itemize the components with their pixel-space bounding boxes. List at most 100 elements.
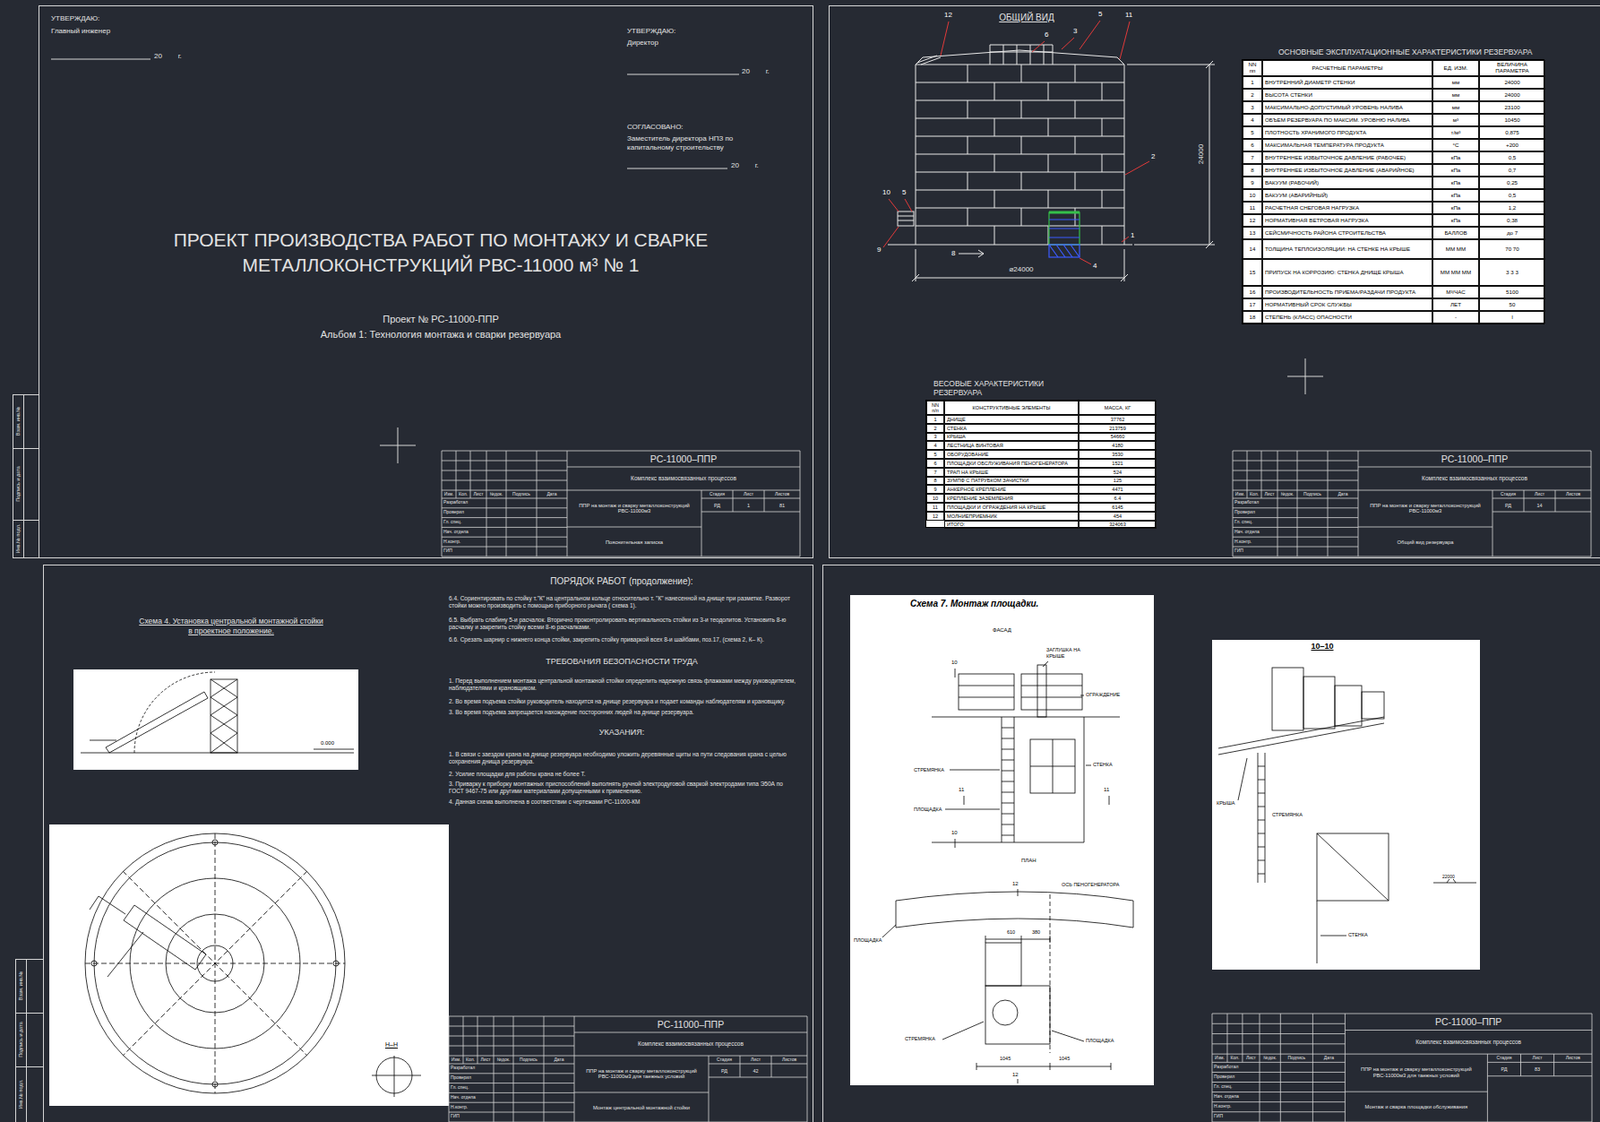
callout-number: 11: [1125, 10, 1133, 20]
table-cell: 54660: [1078, 432, 1157, 442]
table-cell: 4: [926, 440, 945, 450]
drawing-label: СТРЕМЯНКА: [904, 1035, 936, 1042]
drawing-label: 11: [1103, 786, 1110, 794]
table-heading: ОСНОВНЫЕ ЭКСПЛУАТАЦИОННЫЕ ХАРАКТЕРИСТИКИ…: [1278, 47, 1532, 58]
table-cell: 37762: [1078, 414, 1157, 424]
title-block-text: 14: [1536, 501, 1542, 508]
drawing-label: ПЛОЩАДКА: [913, 806, 942, 813]
title-block-text: Лист: [1532, 1055, 1543, 1061]
drawing-label: Схема 7. Монтаж площадки.: [910, 598, 1039, 611]
grid-line: [441, 480, 568, 482]
title-block-text: РД: [713, 501, 721, 508]
grid-line: [448, 1055, 575, 1057]
drawing-label: 6.6. Срезать шарнир с нижнего конца стой…: [448, 636, 799, 644]
grid-line: [448, 1035, 575, 1037]
grid-line: [701, 490, 703, 557]
drawing-label: Взам. инв.№: [15, 406, 22, 437]
grid-line: [1212, 1013, 1213, 1122]
table-cell: ВЕЛИЧИНА ПАРАМЕТРА: [1479, 60, 1546, 77]
grid-line: [448, 1101, 575, 1103]
table-cell: ПЛОЩАДКИ ОБСЛУЖИВАНИЯ ПЕНОГЕНЕРАТОРА: [944, 458, 1079, 468]
grid-line: [448, 1072, 575, 1074]
grid-line: [1241, 1013, 1243, 1062]
table-cell: БАЛЛОВ: [1432, 226, 1480, 240]
table-cell: до 7: [1479, 226, 1546, 240]
drawing-label: ТРЕБОВАНИЯ БЕЗОПАСНОСТИ ТРУДА: [545, 656, 698, 667]
title-block-text: Лист: [743, 491, 754, 498]
drawing-label: Инв.№ подл.: [17, 1079, 25, 1110]
title-block-text: 42: [752, 1066, 758, 1073]
table-cell: МАССА, КГ: [1078, 400, 1157, 415]
title-block-text: Проверил: [443, 509, 465, 516]
title-block-text: РД: [721, 1066, 728, 1073]
drawing-label: ФАСАД: [992, 627, 1012, 635]
title-block-text: Комплекс взаимосвязанных процессов: [571, 474, 796, 482]
table-cell: 7: [1242, 151, 1263, 164]
grid-line: [1344, 1029, 1592, 1031]
title-block-text: №док.: [497, 1057, 511, 1063]
table-cell: м³: [1432, 113, 1480, 127]
title-block-text: Кол.: [465, 1057, 475, 1063]
grid-line: [771, 1055, 773, 1077]
table-cell: 0,875: [1479, 126, 1546, 139]
title-block-text: ППР на монтаж и сварку металлоконструкци…: [569, 502, 699, 515]
table-cell: МАКСИМАЛЬНО-ДОПУСТИМЫЙ УРОВЕНЬ НАЛИВА: [1262, 101, 1433, 114]
title-block-text: РД: [1500, 1066, 1507, 1072]
grid-line: [1358, 490, 1592, 491]
callout-number: 6: [1044, 30, 1049, 40]
table-cell: ИТОГО:: [944, 520, 1079, 530]
grid-line: [574, 1055, 808, 1057]
table-cell: 125: [1078, 476, 1157, 486]
title-block-text: Нач. отдела: [443, 529, 469, 535]
table-cell: 5: [1242, 126, 1263, 139]
drawing-label: Проект № РС-11000-ППР: [382, 313, 499, 327]
table-cell: ЗУМПФ С ПАТРУБКОМ ЗАЧИСТКИ: [944, 476, 1079, 486]
title-block-text: Гл. спец.: [450, 1084, 469, 1091]
title-block-text: Гл. спец.: [443, 519, 462, 525]
title-block-text: Н.контр.: [443, 539, 461, 545]
title-block-text: Дата: [1337, 491, 1348, 498]
grid-line: [448, 1111, 575, 1113]
table-cell: 3 3 3: [1479, 258, 1546, 286]
table-cell: ММ ММ ММ: [1432, 258, 1480, 286]
grid-line: [441, 498, 568, 499]
title-block-text: Нач. отдела: [450, 1094, 476, 1101]
grid-line: [1487, 1075, 1592, 1076]
table-cell: 14: [1242, 239, 1263, 259]
table-cell: 0,7: [1479, 163, 1546, 177]
grid-line: [441, 450, 800, 452]
table-cell: 10: [926, 493, 945, 503]
table-cell: кПа: [1432, 189, 1480, 202]
title-block-text: ГИП: [1234, 549, 1244, 555]
title-block-text: 83: [1534, 1066, 1540, 1072]
table-cell: 10450: [1479, 113, 1546, 127]
grid-line: [1212, 1071, 1345, 1073]
drawing-label: СОГЛАСОВАНО:: [627, 122, 684, 132]
table-cell: кПа: [1432, 163, 1480, 177]
table-cell: 213759: [1078, 423, 1157, 433]
grid-line: [448, 1092, 575, 1093]
table-cell: I: [1479, 310, 1546, 324]
title-block-text: Лист: [1264, 491, 1275, 498]
table-cell: ЛЕСТНИЦА ВИНТОВАЯ: [944, 440, 1079, 450]
table-cell: кПа: [1432, 176, 1480, 190]
grid-line: [543, 1015, 545, 1122]
table-cell: NN п/п: [926, 400, 945, 415]
drawing-label: СТЕНКА: [1092, 761, 1113, 768]
drawing-label: ПОРЯДОК РАБОТ (продолжение):: [550, 576, 693, 588]
table-cell: 0,38: [1479, 214, 1546, 227]
table-cell: ЛЕТ: [1432, 298, 1480, 311]
drawing-label: 10: [951, 659, 958, 667]
grid-line: [1212, 1061, 1345, 1063]
table-cell: 11: [926, 502, 945, 512]
drawing-label: Схема 4. Установка центральной монтажной…: [137, 616, 326, 636]
grid-line: [441, 546, 568, 548]
document-title: ПРОЕКТ ПРОИЗВОДСТВА РАБОТ ПО МОНТАЖУ И С…: [127, 227, 755, 279]
grid-line: [1247, 450, 1248, 499]
grid-line: [1312, 1013, 1314, 1122]
table-cell: 0,5: [1479, 189, 1546, 202]
table-cell: 24000: [1479, 88, 1546, 102]
table-cell: 0,25: [1479, 176, 1546, 190]
